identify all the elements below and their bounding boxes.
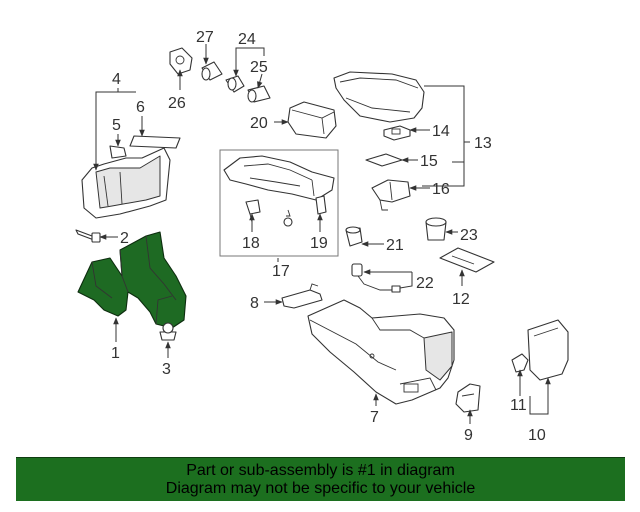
part-3-clip[interactable] (159, 322, 177, 341)
banner-line-1: Part or sub-assembly is #1 in diagram (186, 461, 455, 479)
callout-25[interactable]: 25 (250, 59, 268, 76)
part-22-socket-harness[interactable] (351, 263, 401, 293)
callout-21[interactable]: 21 (386, 237, 404, 254)
callout-10[interactable]: 10 (528, 427, 546, 444)
part-5-clip[interactable] (109, 145, 127, 159)
part-23-cup[interactable] (425, 217, 447, 241)
callout-22[interactable]: 22 (416, 275, 434, 292)
part-20-storage-box[interactable] (287, 101, 337, 139)
part-25-lighter[interactable] (247, 85, 271, 103)
part-10-lid[interactable] (527, 319, 569, 381)
callout-8[interactable]: 8 (250, 295, 259, 312)
part-27-plug[interactable] (201, 61, 223, 81)
callout-13[interactable]: 13 (474, 135, 492, 152)
callout-9[interactable]: 9 (464, 427, 473, 444)
callout-5[interactable]: 5 (112, 117, 121, 134)
callout-19[interactable]: 19 (310, 235, 328, 252)
part-18-screw[interactable] (283, 209, 293, 227)
callout-14[interactable]: 14 (432, 123, 450, 140)
callout-labels: 1 2 3 4 5 6 7 8 9 10 11 12 13 14 15 16 1… (111, 29, 546, 444)
callout-18[interactable]: 18 (242, 235, 260, 252)
part-14-latch[interactable] (383, 125, 411, 141)
callout-12[interactable]: 12 (452, 291, 470, 308)
callout-6[interactable]: 6 (136, 99, 145, 116)
part-19-clip[interactable] (315, 195, 327, 215)
part-7-console-body[interactable] (307, 299, 455, 405)
callout-7[interactable]: 7 (370, 409, 379, 426)
callout-16[interactable]: 16 (432, 181, 450, 198)
callout-2[interactable]: 2 (120, 230, 129, 247)
callout-17[interactable]: 17 (272, 263, 290, 280)
callout-24[interactable]: 24 (238, 31, 256, 48)
part-8-bracket[interactable] (281, 283, 323, 309)
callout-4[interactable]: 4 (112, 71, 121, 88)
part-6-plate[interactable] (129, 135, 181, 149)
part-1-console-panel[interactable] (77, 231, 187, 329)
part-17-tray[interactable] (223, 155, 335, 201)
callout-27[interactable]: 27 (196, 29, 214, 46)
part-15-pad[interactable] (365, 153, 403, 167)
part-13-armrest-assembly[interactable] (333, 71, 425, 123)
part-21-cup-insert[interactable] (345, 226, 363, 247)
part-24-socket[interactable] (225, 75, 245, 93)
part-9-bracket[interactable] (455, 383, 481, 413)
callout-20[interactable]: 20 (250, 115, 268, 132)
part-4-panel-assembly[interactable] (81, 147, 171, 219)
part-16-hinge-bracket[interactable] (371, 179, 411, 211)
callout-3[interactable]: 3 (162, 361, 171, 378)
part-12-mat[interactable] (439, 247, 495, 273)
callout-15[interactable]: 15 (420, 153, 438, 170)
part-2-bolt[interactable] (75, 229, 101, 243)
callout-1[interactable]: 1 (111, 345, 120, 362)
leader-lines (93, 44, 551, 424)
parts-diagram: 1 2 3 4 5 6 7 8 9 10 11 12 13 14 15 16 1… (75, 29, 569, 444)
part-info-banner: Part or sub-assembly is #1 in diagram Di… (16, 457, 625, 501)
part-26-holder[interactable] (169, 47, 193, 75)
banner-line-2: Diagram may not be specific to your vehi… (165, 479, 476, 497)
callout-26[interactable]: 26 (168, 95, 186, 112)
callout-23[interactable]: 23 (460, 227, 478, 244)
part-11-hinge[interactable] (511, 353, 529, 373)
callout-11[interactable]: 11 (510, 397, 527, 414)
